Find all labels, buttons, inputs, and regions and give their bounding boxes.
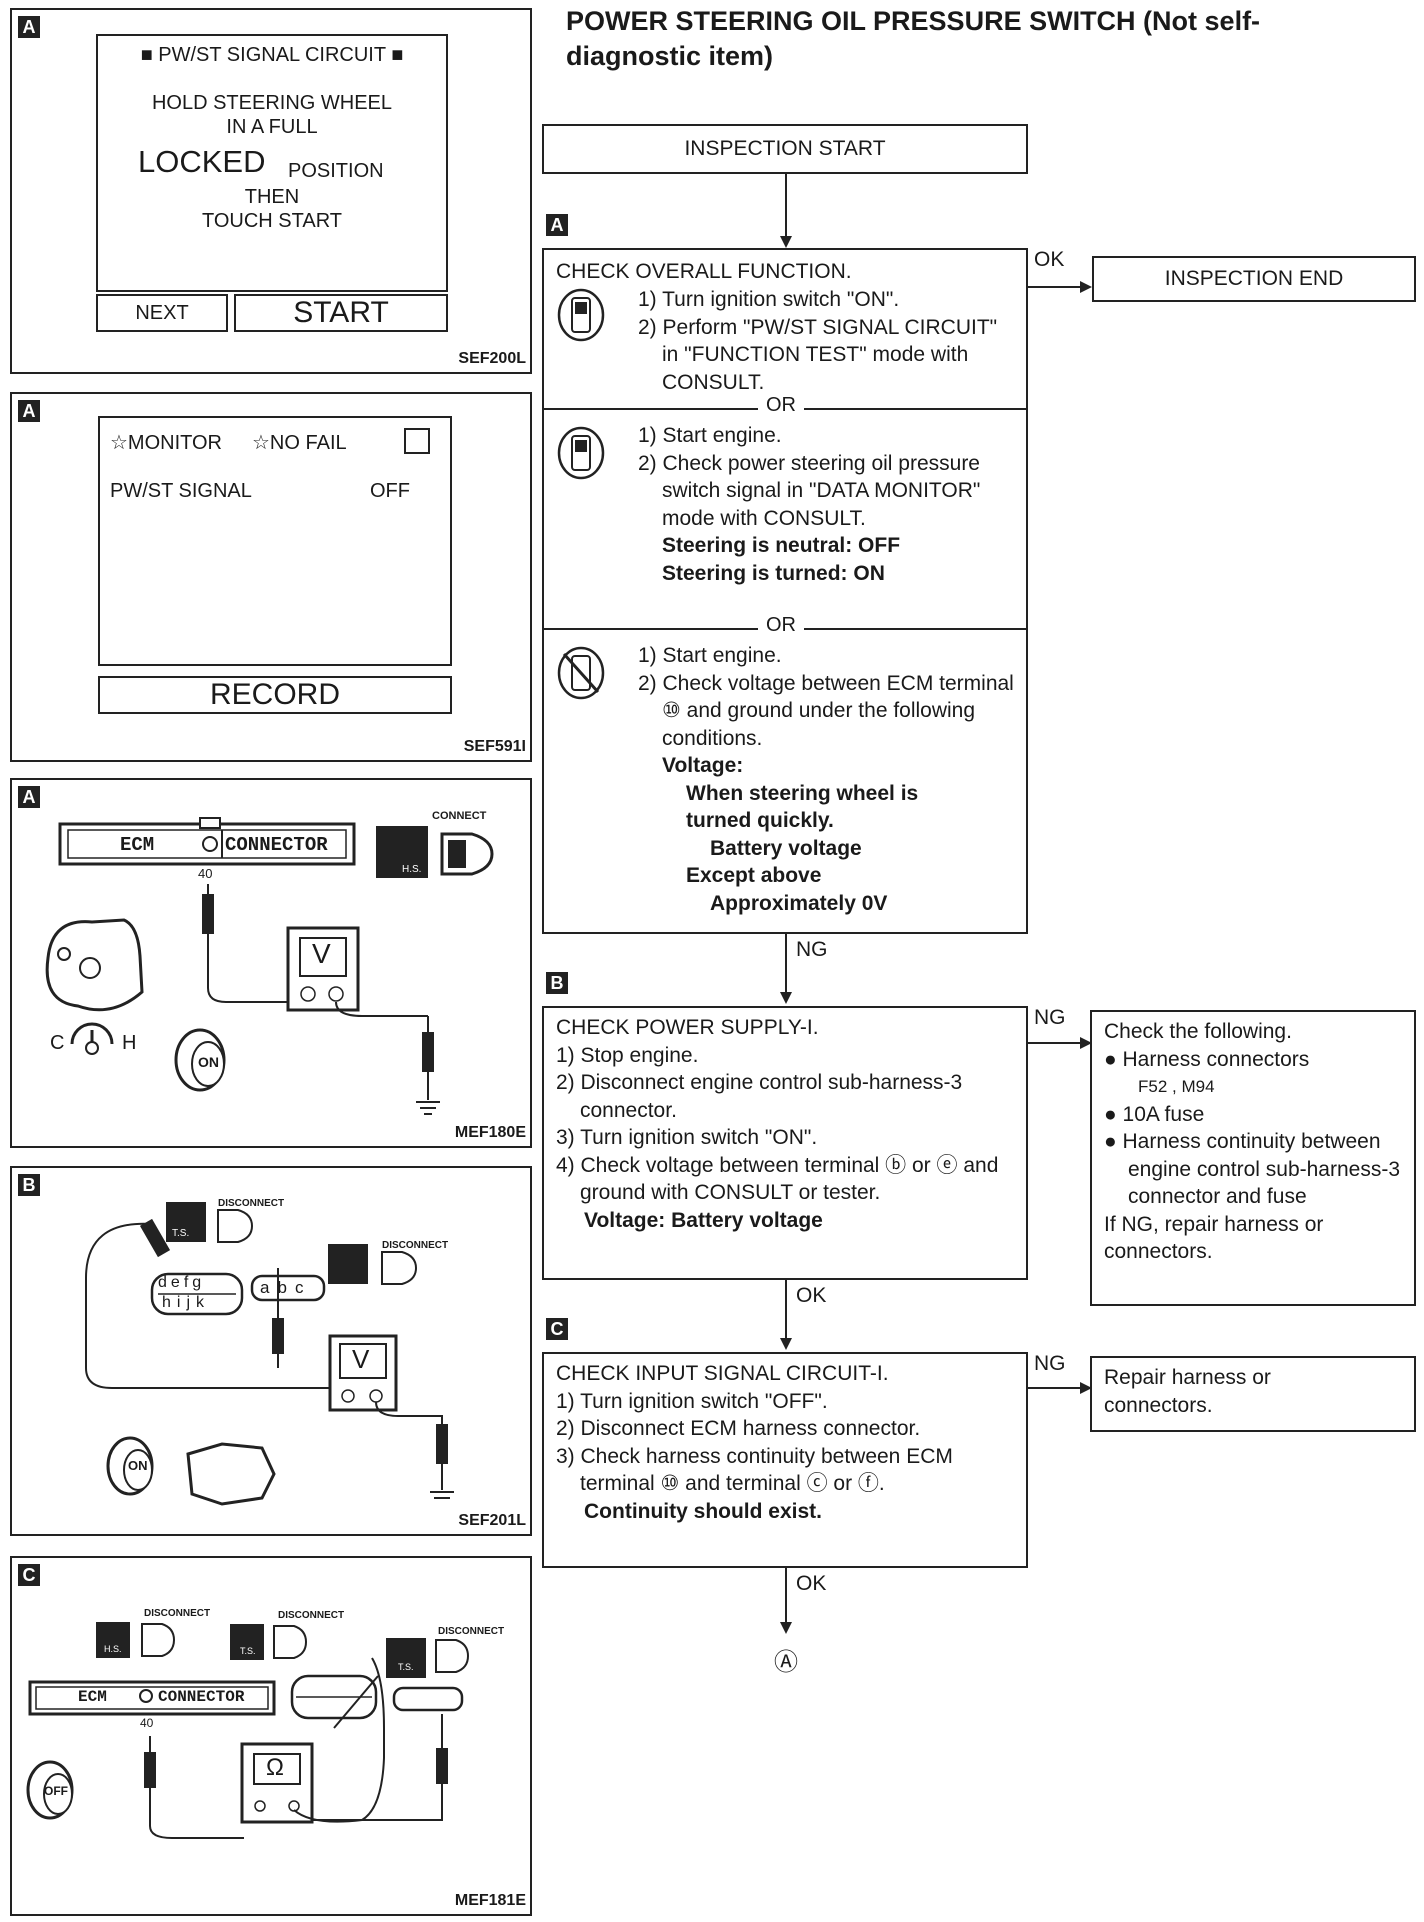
no-tools-icon <box>557 646 605 700</box>
step-c-side-box: Repair harness or connectors. <box>1090 1356 1416 1432</box>
connector-terminals-bottom: hijk <box>162 1294 211 1311</box>
figure-code: MEF180E <box>454 1124 526 1141</box>
signal-name: PW/ST SIGNAL <box>110 480 252 502</box>
section-tag: A <box>18 16 40 38</box>
figure-code: SEF200L <box>458 350 526 367</box>
step-c-text: CHECK INPUT SIGNAL CIRCUIT-I. 1) Turn ig… <box>556 1362 953 1523</box>
panel-power-supply-check: B DISCONNECT DISCONNECT T.S. defg hijk a… <box>10 1166 532 1536</box>
consult-icon <box>557 426 605 480</box>
ts-label-2: T.S. <box>398 1662 414 1672</box>
ng-label-b: NG <box>1034 1006 1066 1029</box>
ignition-on-label: ON <box>128 1458 148 1473</box>
no-fail-label: ☆NO FAIL <box>252 432 347 454</box>
ts-label-1: T.S. <box>240 1646 256 1656</box>
inspection-start-box: INSPECTION START <box>542 124 1028 174</box>
ok-label-a: OK <box>1034 248 1065 271</box>
voltmeter-label: V <box>312 938 331 969</box>
disconnect-label-1: DISCONNECT <box>144 1608 211 1619</box>
connector-label: CONNECTOR <box>158 1688 245 1706</box>
consult-screen: ☆MONITOR ☆NO FAIL PW/ST SIGNAL OFF <box>98 416 452 666</box>
consult-icon <box>557 288 605 342</box>
step-a-m1: 1) Turn ignition switch "ON". 2) Perform… <box>638 288 998 394</box>
connector-terminals-abc: abc <box>260 1278 312 1297</box>
gauge-cold-label: C <box>50 1032 65 1054</box>
ecm-voltage-diagram <box>45 817 494 1115</box>
ng-label-c: NG <box>1034 1352 1066 1375</box>
screen-position: POSITION <box>288 160 384 182</box>
step-tag-a: A <box>546 214 568 236</box>
step-tag-b: B <box>546 972 568 994</box>
ignition-on-label: ON <box>198 1054 219 1070</box>
hs-label: H.S. <box>104 1644 122 1654</box>
section-tag: A <box>18 786 40 808</box>
hs-label: H.S. <box>402 864 422 875</box>
panel-data-monitor-screen: A ☆MONITOR ☆NO FAIL PW/ST SIGNAL OFF REC… <box>10 392 532 762</box>
ecm-label: ECM <box>78 1688 107 1706</box>
disconnect-label-2: DISCONNECT <box>278 1610 345 1621</box>
terminal-number: 40 <box>198 866 213 881</box>
start-button[interactable]: START <box>234 294 448 332</box>
step-a-m3: 1) Start engine. 2) Check voltage betwee… <box>638 644 1014 915</box>
disconnect-label-2: DISCONNECT <box>382 1240 449 1251</box>
screen-locked: LOCKED <box>138 144 266 179</box>
or-label-1: OR <box>758 394 804 417</box>
disconnect-label-1: DISCONNECT <box>218 1198 285 1209</box>
connector-label: CONNECTOR <box>225 834 328 856</box>
screen-touch-start: TOUCH START <box>201 210 342 232</box>
disconnect-label-3: DISCONNECT <box>438 1626 505 1637</box>
figure-code: MEF181E <box>454 1892 526 1909</box>
step-b-text: CHECK POWER SUPPLY-I. 1) Stop engine. 2)… <box>556 1016 999 1232</box>
monitor-label: ☆MONITOR <box>110 432 223 454</box>
inspection-end-box: INSPECTION END <box>1092 256 1416 302</box>
screen-then: THEN <box>244 186 300 208</box>
ok-label-b: OK <box>796 1284 827 1307</box>
screen-header: ■ PW/ST SIGNAL CIRCUIT ■ <box>140 44 404 66</box>
record-checkbox[interactable] <box>404 428 430 454</box>
step-c-box: CHECK INPUT SIGNAL CIRCUIT-I. 1) Turn ig… <box>542 1352 1028 1568</box>
power-supply-diagram <box>85 1202 454 1506</box>
step-a-box: CHECK OVERALL FUNCTION. 1) Turn ignition… <box>542 248 1028 934</box>
figure-code: SEF201L <box>458 1512 526 1529</box>
panel-continuity-check: C DISCONNECT DISCONNECT DISCONNECT H.S. … <box>10 1556 532 1916</box>
section-tag: A <box>18 400 40 422</box>
voltmeter-label: V <box>352 1344 370 1374</box>
screen-line-1: HOLD STEERING WHEEL <box>151 92 393 114</box>
step-c-side-text: Repair harness or connectors. <box>1104 1366 1271 1417</box>
signal-value: OFF <box>370 480 410 502</box>
step-b-side-text: Check the following. ● Harness connector… <box>1104 1020 1400 1263</box>
page-title: POWER STEERING OIL PRESSURE SWITCH (Not … <box>566 6 1261 71</box>
connector-terminals-top: defg <box>158 1274 206 1291</box>
step-b-side-box: Check the following. ● Harness connector… <box>1090 1010 1416 1306</box>
screen-line-2: IN A FULL <box>226 116 318 138</box>
or-label-2: OR <box>758 614 804 637</box>
panel-function-test-screen: A ■ PW/ST SIGNAL CIRCUIT ■ HOLD STEERING… <box>10 8 532 374</box>
step-b-box: CHECK POWER SUPPLY-I. 1) Stop engine. 2)… <box>542 1006 1028 1280</box>
gauge-hot-label: H <box>122 1032 137 1054</box>
ts-label: T.S. <box>172 1228 190 1239</box>
consult-screen: ■ PW/ST SIGNAL CIRCUIT ■ HOLD STEERING W… <box>96 34 448 292</box>
connect-label: CONNECT <box>432 810 487 822</box>
continue-marker: Ⓐ <box>774 1649 798 1676</box>
ok-label-c: OK <box>796 1572 827 1595</box>
section-tag: C <box>18 1564 40 1586</box>
continuity-diagram <box>26 1622 470 1839</box>
ignition-off-label: OFF <box>44 1784 68 1798</box>
terminal-number: 40 <box>140 1716 154 1730</box>
figure-code: SEF591I <box>463 738 526 755</box>
step-a-title: CHECK OVERALL FUNCTION. <box>556 260 852 283</box>
section-tag: B <box>18 1174 40 1196</box>
step-a-m2: 1) Start engine. 2) Check power steering… <box>638 424 981 585</box>
record-button[interactable]: RECORD <box>98 676 452 714</box>
step-tag-c: C <box>546 1318 568 1340</box>
panel-ecm-voltage-check: A ECM CONNECTOR 40 H.S. CONNECT V C <box>10 778 532 1148</box>
next-button[interactable]: NEXT <box>96 294 228 332</box>
ng-label-a: NG <box>796 938 828 961</box>
ohmmeter-label: Ω <box>266 1754 284 1781</box>
ecm-label: ECM <box>120 834 155 856</box>
